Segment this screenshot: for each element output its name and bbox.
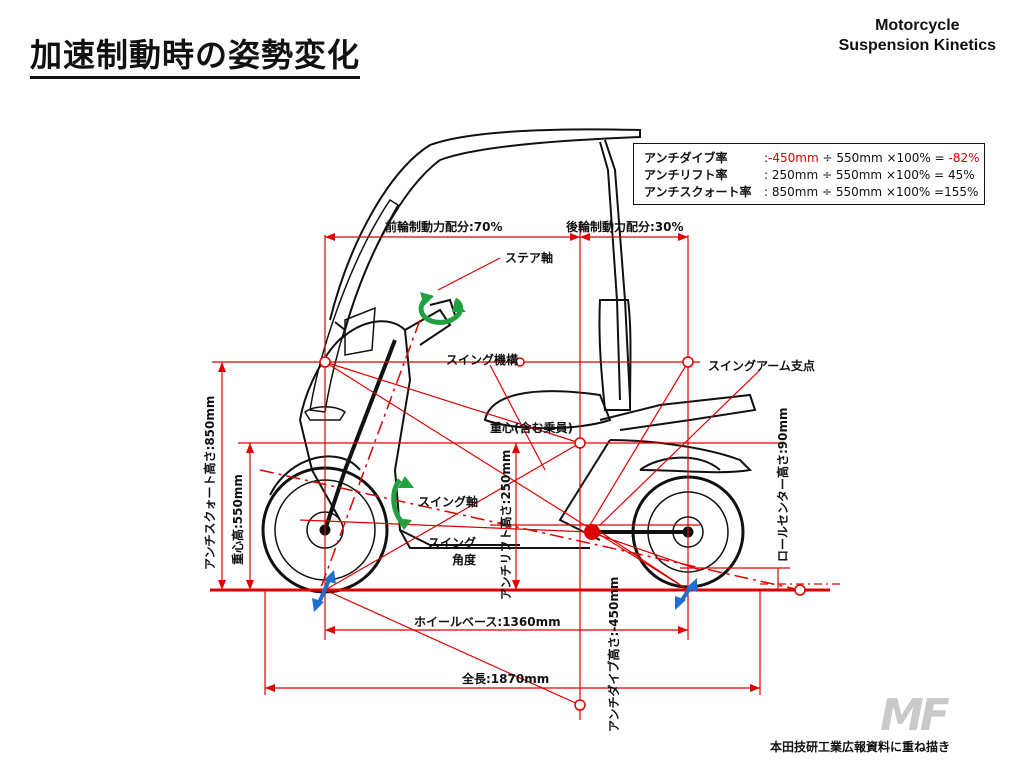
swingarm-pivot-label: スイングアーム支点 (708, 358, 815, 373)
swing-angle-label-2: 角度 (452, 552, 477, 567)
force-arrowheads (312, 570, 697, 612)
steer-axis-label: ステア軸 (505, 250, 553, 265)
brand-line-2: Suspension Kinetics (838, 37, 996, 54)
anti-lift-height-label: アンチリフト高さ:250mm (498, 450, 513, 600)
swing-axis-label: スイング軸 (418, 494, 478, 509)
formula-box: アンチダイブ率:-450mm ÷ 550mm ×100% = -82% アンチリ… (633, 143, 985, 205)
page-title: 加速制動時の姿勢変化 (30, 36, 361, 79)
wheelbase-label: ホイールベース:1360mm (414, 615, 561, 629)
rotation-arrowheads (396, 292, 466, 530)
swingarm-pivot-point (584, 524, 600, 540)
swing-mechanism-label: スイング機構 (446, 352, 518, 367)
front-brake-label: 前輪制動力配分:70% (385, 219, 503, 234)
cog-height-label: 重心高:550mm (230, 474, 245, 565)
rear-brake-label: 後輪制動力配分:30% (566, 219, 684, 234)
construction-lines (210, 222, 840, 720)
roll-center-height-label: ロールセンター高さ:90mm (775, 407, 790, 562)
pointer-lines (437, 257, 761, 526)
formula-row-anti-squat: アンチスクォート率: 850mm ÷ 550mm ×100% =155% (644, 185, 979, 199)
anti-squat-height-label: アンチスクォート高さ:850mm (202, 396, 217, 570)
swing-angle-label-1: スイング (428, 535, 476, 550)
cog-label: 重心(含む乗員) (490, 420, 573, 435)
credit-note: 本田技研工業広報資料に重ね描き (770, 740, 951, 754)
brand-label: Motorcycle Suspension Kinetics (839, 16, 996, 56)
anti-dive-height-label: アンチダイブ高さ:-450mm (606, 577, 621, 732)
formula-row-anti-dive: アンチダイブ率:-450mm ÷ 550mm ×100% = -82% (644, 151, 980, 165)
dimension-arrows (218, 233, 760, 692)
overall-length-label: 全長:1870mm (461, 671, 549, 686)
mf-logo: MF (880, 690, 950, 741)
brand-line-1: Motorcycle (875, 17, 960, 34)
reference-points (319, 356, 806, 711)
front-fork (323, 339, 397, 531)
formula-row-anti-lift: アンチリフト率: 250mm ÷ 550mm ×100% = 45% (644, 168, 975, 182)
